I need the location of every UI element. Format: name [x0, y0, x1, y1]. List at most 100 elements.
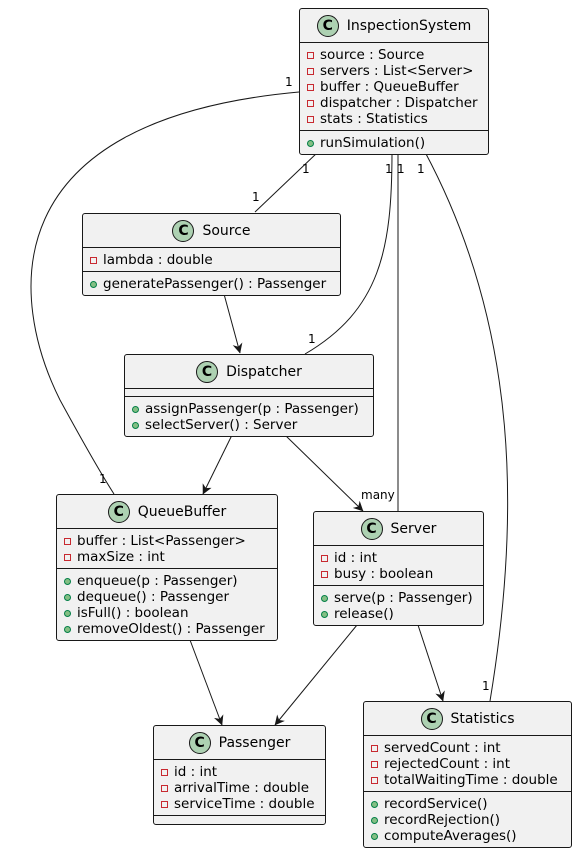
- attributes-section: servedCount : int rejectedCount : int to…: [364, 736, 571, 792]
- public-visibility-icon: [64, 577, 71, 585]
- class-name: Source: [202, 222, 251, 239]
- method: assignPassenger(p : Passenger): [125, 401, 373, 417]
- arrow-source-dispatcher: [223, 293, 243, 354]
- public-visibility-icon: [132, 405, 139, 413]
- class-queue-buffer[interactable]: C QueueBuffer buffer : List<Passenger> m…: [56, 494, 278, 641]
- method: selectServer() : Server: [125, 417, 373, 433]
- method: computeAverages(): [364, 828, 571, 844]
- multiplicity-label: 1: [397, 162, 405, 176]
- private-visibility-icon: [64, 537, 71, 545]
- attribute: servedCount : int: [364, 740, 571, 756]
- attribute: maxSize : int: [57, 549, 277, 565]
- class-header: C QueueBuffer: [57, 495, 277, 529]
- method: recordService(): [364, 796, 571, 812]
- class-name: InspectionSystem: [346, 17, 472, 34]
- method: recordRejection(): [364, 812, 571, 828]
- class-header: C Statistics: [364, 702, 571, 736]
- arrow-server-passenger: [274, 624, 358, 726]
- private-visibility-icon: [161, 768, 168, 776]
- multiplicity-label: 1: [99, 472, 107, 486]
- private-visibility-icon: [161, 800, 168, 808]
- arrow-dispatcher-server: [284, 434, 364, 512]
- multiplicity-label: many: [361, 488, 395, 502]
- attributes-section: id : int arrivalTime : double serviceTim…: [154, 760, 325, 816]
- multiplicity-label: 1: [302, 162, 310, 176]
- public-visibility-icon: [132, 421, 139, 429]
- public-visibility-icon: [307, 139, 314, 147]
- public-visibility-icon: [371, 832, 378, 840]
- private-visibility-icon: [64, 553, 71, 561]
- attribute: id : int: [314, 550, 483, 566]
- public-visibility-icon: [64, 625, 71, 633]
- private-visibility-icon: [307, 67, 314, 75]
- attribute: lambda : double: [83, 252, 340, 268]
- class-header: C Dispatcher: [125, 355, 373, 389]
- private-visibility-icon: [371, 760, 378, 768]
- private-visibility-icon: [307, 51, 314, 59]
- private-visibility-icon: [307, 99, 314, 107]
- class-name: Statistics: [450, 710, 515, 727]
- attribute: id : int: [154, 764, 325, 780]
- class-header: C InspectionSystem: [300, 9, 488, 43]
- attribute: dispatcher : Dispatcher: [300, 95, 488, 111]
- attribute: serviceTime : double: [154, 796, 325, 812]
- multiplicity-label: 1: [385, 162, 393, 176]
- class-server[interactable]: C Server id : int busy : boolean serve(p…: [313, 511, 484, 626]
- private-visibility-icon: [90, 256, 97, 264]
- class-icon: C: [188, 731, 211, 754]
- class-name: Passenger: [218, 734, 291, 751]
- class-icon: C: [196, 360, 219, 383]
- public-visibility-icon: [64, 593, 71, 601]
- class-icon: C: [316, 14, 339, 37]
- class-name: Server: [390, 520, 437, 537]
- class-header: C Source: [83, 214, 340, 248]
- multiplicity-label: 1: [285, 75, 293, 89]
- class-header: C Passenger: [154, 726, 325, 760]
- attribute: arrivalTime : double: [154, 780, 325, 796]
- class-source[interactable]: C Source lambda : double generatePasseng…: [82, 213, 341, 296]
- methods-section: recordService() recordRejection() comput…: [364, 792, 571, 847]
- attribute: buffer : QueueBuffer: [300, 79, 488, 95]
- private-visibility-icon: [321, 570, 328, 578]
- methods-section: runSimulation(): [300, 131, 488, 154]
- method: removeOldest() : Passenger: [57, 621, 277, 637]
- methods-section: serve(p : Passenger) release(): [314, 586, 483, 625]
- arrow-dispatcher-buffer: [202, 434, 233, 495]
- methods-section: assignPassenger(p : Passenger) selectSer…: [125, 397, 373, 436]
- arrow-server-statistics: [417, 624, 445, 702]
- private-visibility-icon: [371, 776, 378, 784]
- public-visibility-icon: [90, 280, 97, 288]
- class-dispatcher[interactable]: C Dispatcher assignPassenger(p : Passeng…: [124, 354, 374, 437]
- attribute: totalWaitingTime : double: [364, 772, 571, 788]
- arrow-buffer-passenger: [189, 639, 224, 726]
- multiplicity-label: 1: [308, 332, 316, 346]
- method: enqueue(p : Passenger): [57, 573, 277, 589]
- attribute: buffer : List<Passenger>: [57, 533, 277, 549]
- private-visibility-icon: [307, 83, 314, 91]
- association-system-statistics: [424, 151, 509, 702]
- association-system-buffer: [30, 91, 300, 495]
- attributes-section: lambda : double: [83, 248, 340, 272]
- private-visibility-icon: [161, 784, 168, 792]
- method: dequeue() : Passenger: [57, 589, 277, 605]
- attributes-section: source : Source servers : List<Server> b…: [300, 43, 488, 131]
- method: release(): [314, 606, 483, 622]
- public-visibility-icon: [321, 594, 328, 602]
- attribute: rejectedCount : int: [364, 756, 571, 772]
- public-visibility-icon: [371, 816, 378, 824]
- private-visibility-icon: [307, 115, 314, 123]
- class-statistics[interactable]: C Statistics servedCount : int rejectedC…: [363, 701, 572, 848]
- class-inspection-system[interactable]: C InspectionSystem source : Source serve…: [299, 8, 489, 155]
- attributes-section: buffer : List<Passenger> maxSize : int: [57, 529, 277, 569]
- class-passenger[interactable]: C Passenger id : int arrivalTime : doubl…: [153, 725, 326, 825]
- public-visibility-icon: [371, 800, 378, 808]
- class-icon: C: [107, 500, 130, 523]
- attribute: source : Source: [300, 47, 488, 63]
- class-name: QueueBuffer: [137, 503, 227, 520]
- method: generatePassenger() : Passenger: [83, 276, 340, 292]
- methods-section: [154, 816, 325, 824]
- public-visibility-icon: [64, 609, 71, 617]
- method: runSimulation(): [300, 135, 488, 151]
- public-visibility-icon: [321, 610, 328, 618]
- attribute: busy : boolean: [314, 566, 483, 582]
